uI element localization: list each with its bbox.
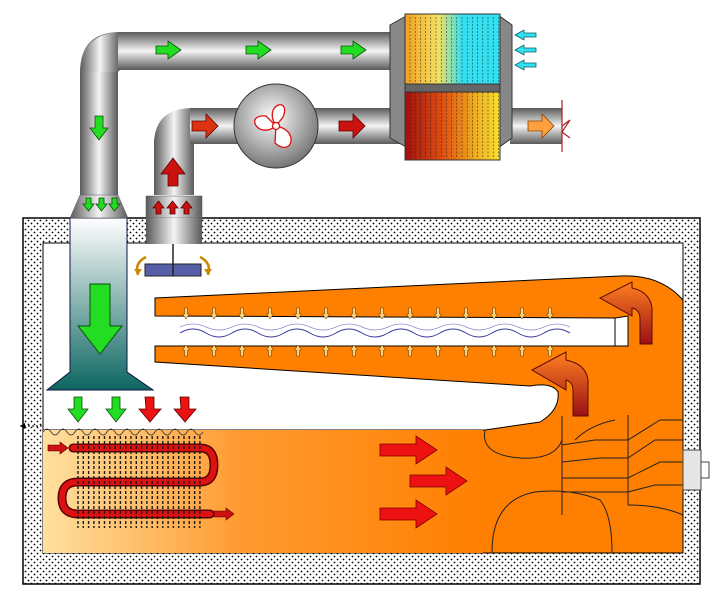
plenum-down-arrow xyxy=(462,307,470,320)
plenum-up-arrow xyxy=(434,344,442,357)
fan-icon xyxy=(254,104,292,149)
air-distribution-plenum xyxy=(179,307,571,357)
plenum-down-arrow xyxy=(350,307,358,320)
plenum-down-arrow xyxy=(546,307,554,320)
plenum-down-arrow xyxy=(378,307,386,320)
air-outlet-valve[interactable] xyxy=(682,449,710,491)
plenum-up-arrow xyxy=(378,344,386,357)
coil-feed-arrows xyxy=(67,396,197,423)
plenum-up-arrow xyxy=(518,344,526,357)
return-arrow-lower xyxy=(530,351,589,417)
diffuser-down-arrow xyxy=(76,283,124,355)
circulation-fan[interactable] xyxy=(233,83,319,169)
chamber-flow-arrows xyxy=(379,435,468,529)
plenum-down-arrow xyxy=(434,307,442,320)
plenum-down-arrow xyxy=(294,307,302,320)
plenum-up-arrow xyxy=(182,344,190,357)
plenum-down-arrow xyxy=(518,307,526,320)
plenum-down-arrow xyxy=(406,307,414,320)
plenum-down-arrow xyxy=(210,307,218,320)
exhaust-damper[interactable] xyxy=(134,244,212,277)
plenum-up-arrow xyxy=(490,344,498,357)
plenum-up-arrow xyxy=(294,344,302,357)
plenum-down-arrow xyxy=(322,307,330,320)
plenum-down-arrows xyxy=(182,307,554,320)
plenum-down-arrow xyxy=(490,307,498,320)
heat-recovery-exchanger xyxy=(389,13,513,161)
heating-coil xyxy=(47,436,235,528)
duct-arrows xyxy=(82,29,555,215)
coil-fins xyxy=(77,436,201,528)
plenum-up-arrow xyxy=(350,344,358,357)
plenum-up-arrow xyxy=(210,344,218,357)
flow-arrow xyxy=(379,499,438,529)
fresh-air-diffuser xyxy=(45,217,155,391)
flow-arrow xyxy=(379,435,438,465)
flow-arrow xyxy=(409,466,468,496)
plenum-down-arrow xyxy=(238,307,246,320)
plenum-down-arrow xyxy=(266,307,274,320)
plenum-up-arrow xyxy=(462,344,470,357)
plenum-up-arrow xyxy=(266,344,274,357)
coil-inlet-arrow xyxy=(47,441,69,455)
plenum-up-arrow xyxy=(406,344,414,357)
drum-chamber xyxy=(483,415,684,553)
plenum-up-arrow xyxy=(546,344,554,357)
plenum-up-arrow xyxy=(322,344,330,357)
plenum-waveline xyxy=(179,328,571,338)
plenum-down-arrow xyxy=(182,307,190,320)
plenum-up-arrow xyxy=(238,344,246,357)
plenum-up-arrows xyxy=(182,344,554,357)
return-arrow-upper xyxy=(598,281,653,345)
coil-outlet-arrow xyxy=(213,507,235,521)
